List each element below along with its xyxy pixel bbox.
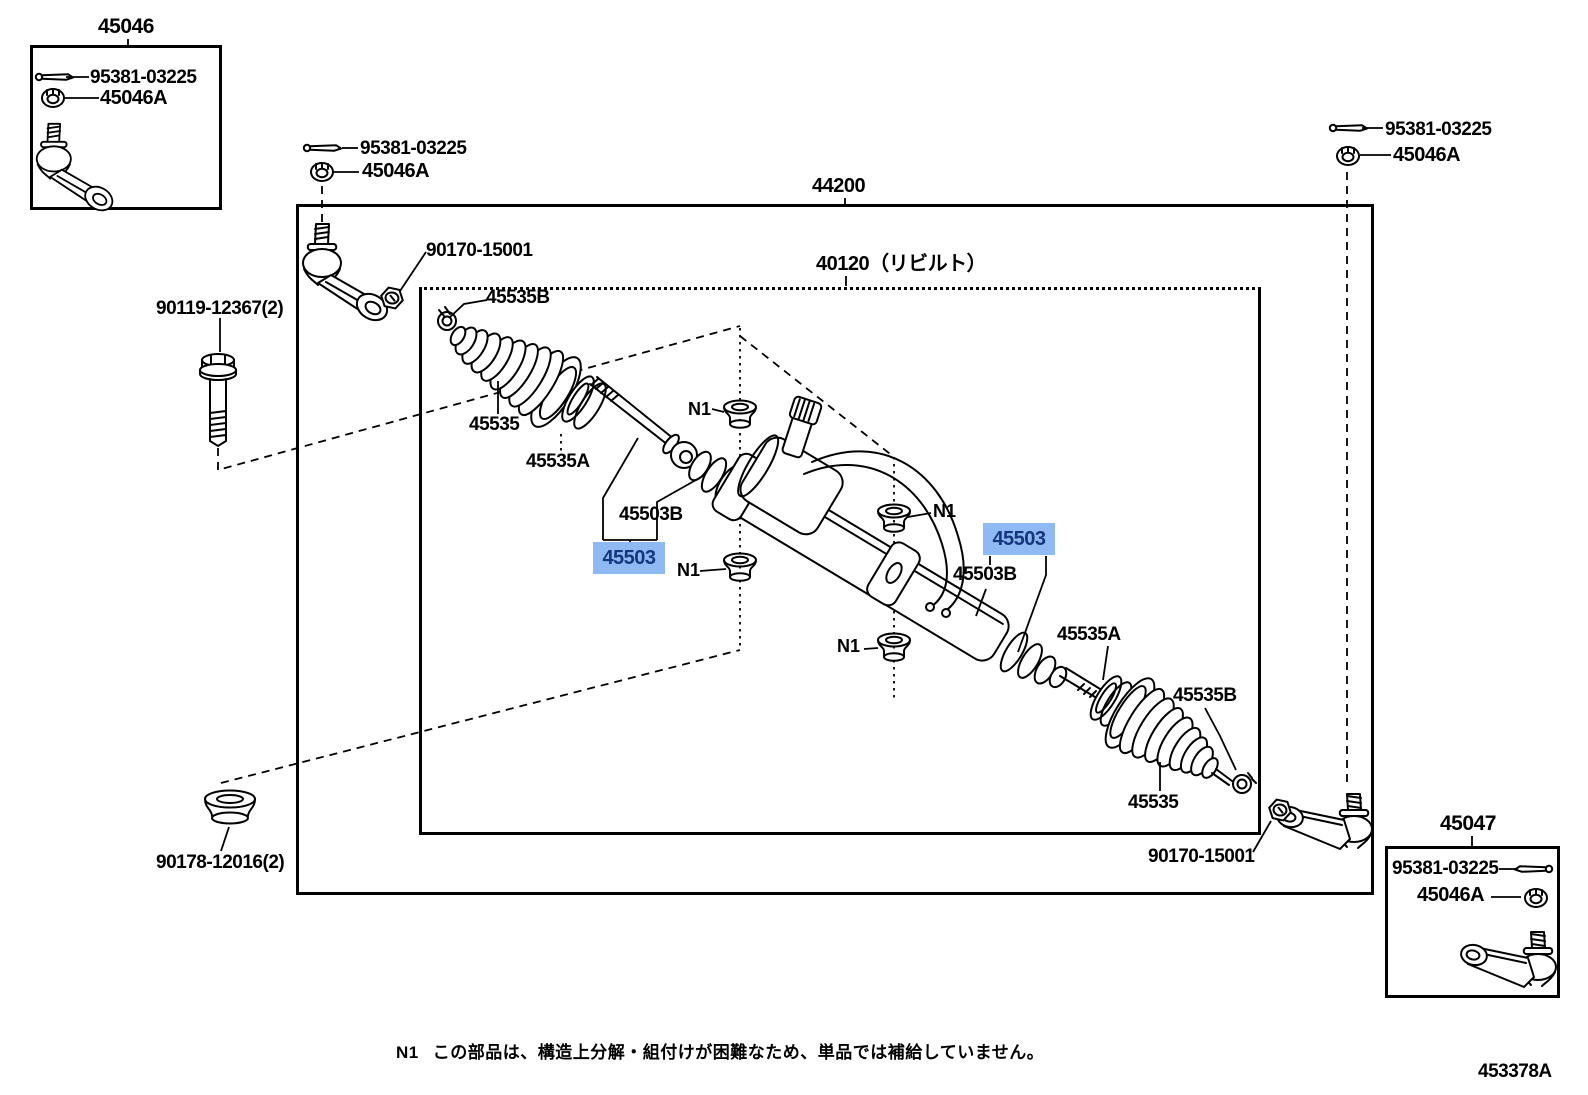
assembly-box-44200: [296, 204, 1374, 895]
part-label-rack-end-left-highlighted[interactable]: 45503: [593, 542, 665, 574]
rack-end-right-icon: [999, 631, 1106, 702]
part-label-lock-nut-right[interactable]: 90170-15001: [1148, 846, 1255, 867]
subassembly-box-45047: [1385, 846, 1560, 998]
part-label-rack-end-sub-left[interactable]: 45503B: [619, 504, 683, 525]
part-label-cotter-pin-left[interactable]: 95381-03225: [360, 138, 467, 159]
boot-clamp-ring-icon: [561, 375, 607, 430]
n1-reference-3: N1: [933, 501, 957, 521]
part-label-grommet[interactable]: 90178-12016(2): [156, 852, 285, 873]
steering-boot-icon: [449, 325, 582, 428]
n1-reference-2: N1: [677, 560, 701, 580]
n1-footnote: N1 この部品は、構造上分解・組付けが困難なため、単品では補給していません。: [396, 1038, 1044, 1063]
part-label-boot-right[interactable]: 45535: [1128, 792, 1179, 813]
part-label-45046-title[interactable]: 45046: [98, 15, 154, 38]
part-label-castle-nut-box2[interactable]: 45046A: [1417, 884, 1485, 906]
part-label-castle-nut-topright[interactable]: 45046A: [1393, 144, 1461, 166]
steering-rack-assembly-drawing: [34, 72, 1557, 988]
part-label-cotter-pin-topright[interactable]: 95381-03225: [1385, 119, 1492, 140]
n1-reference-4: N1: [837, 636, 861, 656]
subassembly-box-45046: [30, 45, 222, 210]
part-label-boot-clamp-left[interactable]: 45535B: [486, 287, 550, 308]
gear-housing-icon: [711, 395, 1010, 662]
part-label-40120-rebuilt[interactable]: 40120（リビルト）: [816, 253, 987, 275]
part-label-boot-left[interactable]: 45535: [469, 414, 520, 435]
figure-code: 453378A: [1478, 1061, 1552, 1082]
part-label-cotter-pin-box2[interactable]: 95381-03225: [1392, 858, 1499, 879]
assembly-box-40120: [419, 287, 1261, 835]
part-label-45047-title[interactable]: 45047: [1440, 812, 1496, 835]
part-label-clamp-ring-left[interactable]: 45535A: [526, 451, 590, 472]
part-label-boot-clamp-right[interactable]: 45535B: [1173, 685, 1237, 706]
part-label-44200-assembly[interactable]: 44200: [812, 175, 866, 197]
part-label-castle-nut-left[interactable]: 45046A: [362, 160, 430, 182]
part-label-rack-end-right-highlighted[interactable]: 45503: [983, 523, 1055, 555]
part-label-rack-end-sub-right[interactable]: 45503B: [953, 564, 1017, 585]
n1-reference-1: N1: [688, 399, 712, 419]
part-label-cotter-pin-box1[interactable]: 95381-03225: [90, 67, 197, 88]
boot-clamp-icon: [437, 306, 457, 331]
n1-footnote-text: この部品は、構造上分解・組付けが困難なため、単品では補給していません。: [432, 1043, 1045, 1062]
pinion-shaft-icon: [781, 395, 823, 459]
part-label-bolt[interactable]: 90119-12367(2): [156, 298, 284, 319]
part-label-castle-nut-box1[interactable]: 45046A: [100, 87, 168, 109]
part-label-clamp-ring-right[interactable]: 45535A: [1057, 624, 1121, 645]
part-label-lock-nut-left[interactable]: 90170-15001: [426, 240, 533, 261]
n1-footnote-ref: N1: [396, 1043, 419, 1062]
boot-clamp-icon: [1232, 772, 1257, 794]
hydraulic-pipe-icon: [803, 464, 948, 607]
bolt-icon: [199, 353, 237, 448]
hydraulic-pipe-icon: [811, 450, 965, 613]
steering-grommet-icon: [204, 789, 256, 825]
